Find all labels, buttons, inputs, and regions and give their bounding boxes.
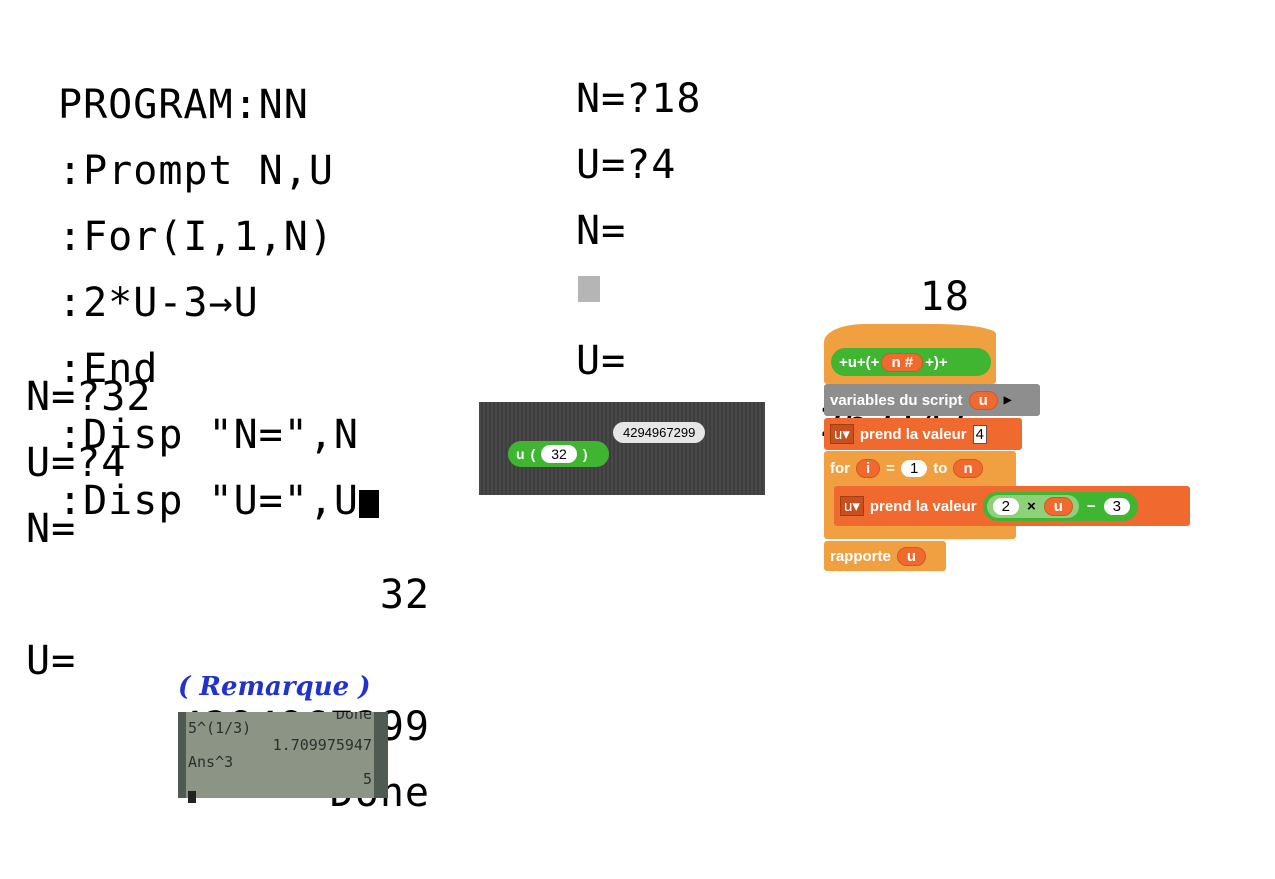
proto-text: +)+ xyxy=(925,353,948,371)
arrow-right-icon[interactable]: ▶ xyxy=(1003,394,1012,406)
minus-sign: − xyxy=(1086,497,1096,515)
for-header: for i = 1 to n xyxy=(824,452,989,484)
value-input[interactable]: 4 xyxy=(972,424,987,444)
times-reporter[interactable]: 2 × u xyxy=(986,494,1079,518)
report-block[interactable]: rapporte u xyxy=(824,541,946,571)
block-paren: ) xyxy=(582,446,588,462)
arg-slot[interactable]: 32 xyxy=(541,445,577,463)
from-input[interactable]: 1 xyxy=(900,459,928,477)
program-line: :End xyxy=(58,346,159,392)
output-line: N=?18 xyxy=(576,76,702,122)
var-u[interactable]: u xyxy=(896,546,927,566)
block-label: variables du script xyxy=(830,391,963,409)
custom-block-prototype[interactable]: +u+(+ n # +)+ xyxy=(831,348,991,376)
program-line: :Disp "U=",U xyxy=(58,478,359,524)
output-line: U= xyxy=(576,338,627,384)
var-dropdown[interactable]: u▾ xyxy=(830,424,854,444)
output-value: 18 xyxy=(919,274,970,320)
output-value: 32 xyxy=(379,572,430,618)
photo-line: Ans^3 xyxy=(188,753,234,771)
program-line: :Prompt N,U xyxy=(58,148,334,194)
photo-line: 1.709975947 xyxy=(272,736,372,754)
result-bubble: 4294967299 xyxy=(613,422,706,443)
program-listing: PROGRAM:NN :Prompt N,U :For(I,1,N) :2*U-… xyxy=(58,56,379,551)
program-line-last: :Disp "U=",U xyxy=(58,481,379,521)
var-i[interactable]: i xyxy=(856,458,881,478)
var-u[interactable]: u xyxy=(968,390,998,410)
remark-handwriting: ( Remarque ) xyxy=(178,672,371,702)
cursor-icon xyxy=(188,791,196,803)
block-label: rapporte xyxy=(830,547,891,565)
output-line: U=?4 xyxy=(26,440,127,486)
var-dropdown[interactable]: u▾ xyxy=(840,496,864,516)
output-line: N= xyxy=(26,506,77,552)
set-block[interactable]: u▾ prend la valeur 4 xyxy=(824,418,1022,450)
inner-set-block[interactable]: u▾ prend la valeur 2 × u − 3 xyxy=(834,486,1190,526)
output-line: U= xyxy=(26,638,77,684)
times-sign: × xyxy=(1026,497,1036,515)
calculator-photo: Done 5^(1/3) 1.709975947 Ans^3 5 xyxy=(178,712,388,803)
output-line: N= xyxy=(576,208,627,254)
block-label: to xyxy=(933,459,948,477)
param-n[interactable]: n # xyxy=(881,352,924,372)
cursor-icon xyxy=(578,276,600,302)
photo-line: 5^(1/3) xyxy=(188,719,252,737)
sub-value[interactable]: 3 xyxy=(1103,497,1130,515)
block-label: = xyxy=(886,459,895,477)
block-paren: ( xyxy=(530,446,536,462)
block-label: prend la valeur xyxy=(869,497,977,515)
cursor-icon xyxy=(358,490,379,518)
output-line: N=?32 xyxy=(26,374,152,420)
snap-call-block[interactable]: u ( 32 ) xyxy=(508,441,609,467)
output-line: U=?4 xyxy=(576,142,677,188)
block-label: prend la valeur xyxy=(859,425,967,443)
block-label: for xyxy=(830,459,850,477)
snap-stage: u ( 32 ) 4294967299 xyxy=(479,402,765,495)
proto-text: +u+(+ xyxy=(839,353,880,371)
program-line: :2*U-3→U xyxy=(58,280,259,326)
var-n[interactable]: n xyxy=(953,458,983,478)
minus-reporter[interactable]: 2 × u − 3 xyxy=(982,491,1138,521)
block-name: u xyxy=(516,446,525,462)
program-line: :For(I,1,N) xyxy=(58,214,334,260)
script-variables-block[interactable]: variables du script u ▶ xyxy=(824,384,1040,416)
photo-line: 5 xyxy=(362,770,372,788)
var-u[interactable]: u xyxy=(1043,496,1073,516)
mul-a[interactable]: 2 xyxy=(992,497,1019,515)
photo-line: Done xyxy=(188,712,372,720)
program-line: PROGRAM:NN xyxy=(58,82,309,128)
program-line: :Disp "N=",N xyxy=(58,412,359,458)
